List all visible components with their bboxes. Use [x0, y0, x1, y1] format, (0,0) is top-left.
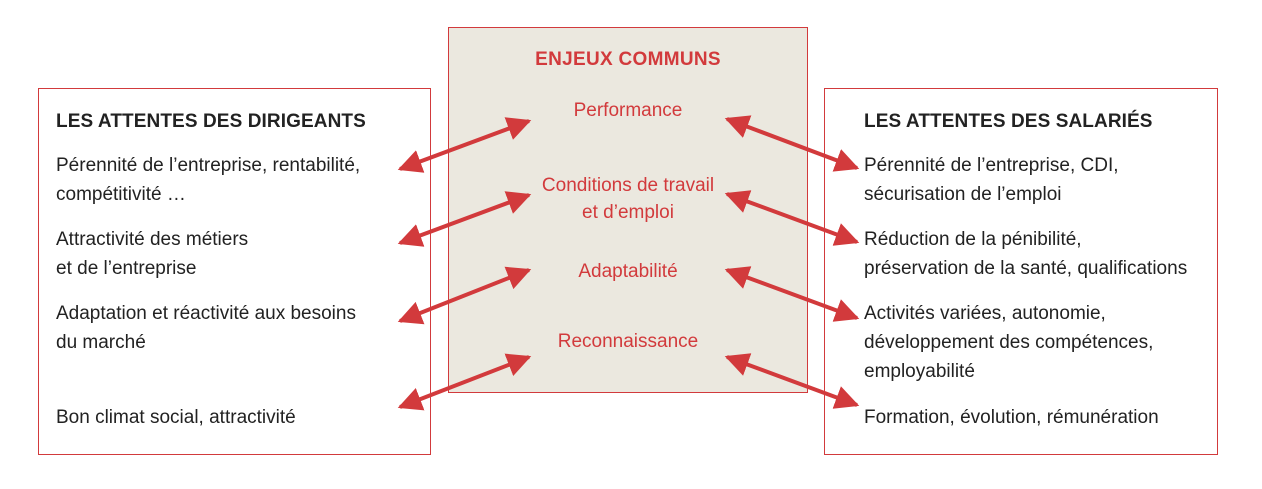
enjeu-performance: Performance — [449, 97, 807, 124]
right-item-4-line1: Formation, évolution, rémunération — [864, 407, 1159, 428]
right-item-1-line1: Pérennité de l’entreprise, CDI, — [864, 155, 1119, 176]
arrow-right-3 — [724, 266, 860, 322]
left-item-1-line1: Pérennité de l’entreprise, rentabilité, — [56, 155, 361, 176]
left-item-3: Adaptation et réactivité aux besoins du … — [56, 299, 356, 357]
right-item-1: Pérennité de l’entreprise, CDI, sécurisa… — [864, 151, 1119, 209]
arrow-left-1 — [397, 117, 532, 173]
right-item-3-line1: Activités variées, autonomie, — [864, 303, 1106, 324]
right-item-3-line3: employabilité — [864, 361, 975, 382]
enjeu-performance-label: Performance — [573, 100, 683, 121]
left-item-4: Bon climat social, attractivité — [56, 403, 296, 432]
enjeu-adaptabilite: Adaptabilité — [449, 258, 807, 285]
right-item-2-line2: préservation de la santé, qualifications — [864, 258, 1188, 279]
left-panel: LES ATTENTES DES DIRIGEANTS Pérennité de… — [38, 88, 431, 455]
right-item-3-line2: développement des compétences, — [864, 332, 1154, 353]
arrow-right-4 — [724, 353, 860, 409]
right-panel-title: LES ATTENTES DES SALARIÉS — [864, 111, 1153, 132]
arrow-right-1 — [724, 115, 860, 172]
arrow-left-4 — [397, 353, 532, 411]
right-item-2: Réduction de la pénibilité, préservation… — [864, 225, 1187, 283]
right-item-2-line1: Réduction de la pénibilité, — [864, 229, 1082, 250]
enjeu-reconnaissance: Reconnaissance — [449, 328, 807, 355]
right-panel: LES ATTENTES DES SALARIÉS Pérennité de l… — [824, 88, 1218, 455]
left-item-3-line1: Adaptation et réactivité aux besoins — [56, 303, 356, 324]
left-item-1: Pérennité de l’entreprise, rentabilité, … — [56, 151, 360, 209]
enjeu-adaptabilite-label: Adaptabilité — [578, 261, 678, 282]
center-panel-title: ENJEUX COMMUNS — [535, 49, 721, 70]
arrow-right-2 — [724, 190, 860, 246]
left-item-1-line2: compétitivité … — [56, 184, 186, 205]
left-panel-title: LES ATTENTES DES DIRIGEANTS — [56, 111, 366, 132]
enjeu-reconnaissance-label: Reconnaissance — [557, 331, 699, 352]
right-item-4: Formation, évolution, rémunération — [864, 403, 1159, 432]
right-item-3: Activités variées, autonomie, développem… — [864, 299, 1153, 386]
left-item-4-line1: Bon climat social, attractivité — [56, 407, 296, 428]
left-item-2-line1: Attractivité des métiers — [56, 229, 249, 250]
arrow-left-2 — [397, 191, 532, 247]
enjeu-conditions-line1: Conditions de travail — [541, 175, 715, 196]
enjeu-conditions: Conditions de travail et d’emploi — [449, 172, 807, 226]
left-item-2-line2: et de l’entreprise — [56, 258, 197, 279]
left-item-3-line2: du marché — [56, 332, 146, 353]
left-item-2: Attractivité des métiers et de l’entrepr… — [56, 225, 248, 283]
right-item-1-line2: sécurisation de l’emploi — [864, 184, 1062, 205]
enjeu-conditions-line2: et d’emploi — [582, 202, 674, 223]
arrow-left-3 — [397, 266, 532, 325]
